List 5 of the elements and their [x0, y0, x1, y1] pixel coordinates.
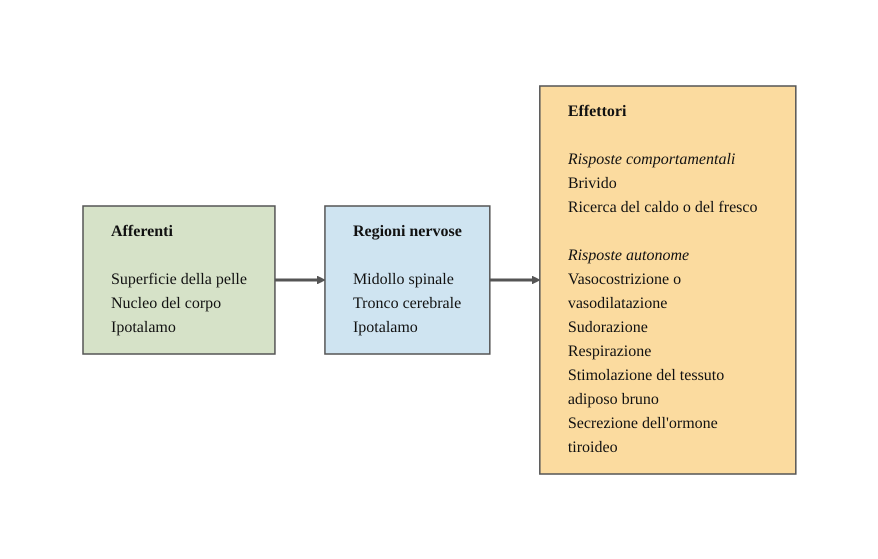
- arrow: [274, 275, 325, 284]
- node-box: Regioni nervose Midollo spinale Tronco cerebrale Ipotalamo: [324, 204, 490, 354]
- arrow: [489, 275, 540, 284]
- node-box: Effettori Risposte comportamentali Brivido Ricerca del caldo o del fresco Risposte autonome Vasocostrizione o vasodilatazione Sudorazione Respirazione Stimolazione del tessuto adiposo bruno Secrezione dell'ormone tiroideo: [538, 84, 796, 474]
- node-box: Afferenti Superficie della pelle Nucleo del corpo Ipotalamo: [82, 204, 276, 354]
